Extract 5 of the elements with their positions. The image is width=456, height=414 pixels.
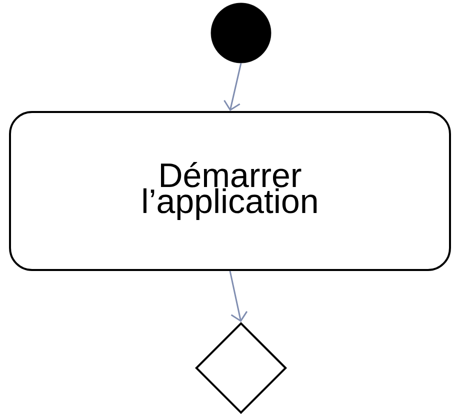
decision-diamond (195, 322, 287, 414)
start-node (210, 2, 272, 64)
action-box: Démarrer l’application (9, 111, 451, 271)
arrow (229, 270, 248, 322)
arrow (224, 63, 242, 111)
